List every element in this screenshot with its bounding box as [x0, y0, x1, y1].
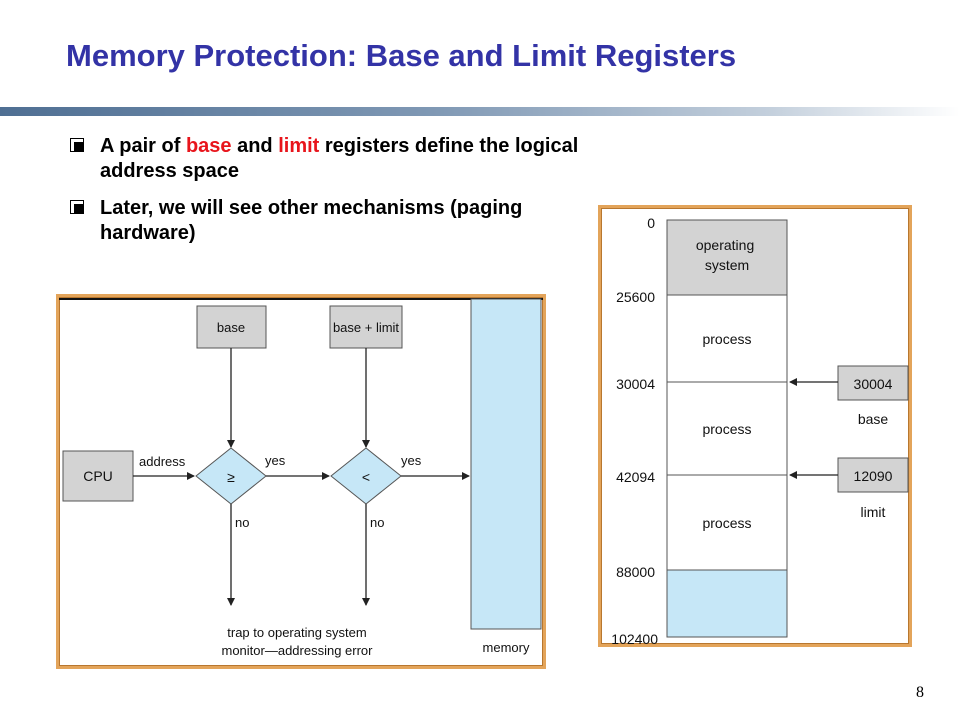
checkbox-bullet-icon: [70, 200, 84, 214]
base-register-value-box: [837, 365, 909, 401]
bullet-text: registers define the logical address spa…: [100, 135, 579, 182]
memory-label: memory: [483, 640, 530, 655]
bullet-text: A pair of: [100, 135, 186, 157]
address-label-0: 0: [647, 215, 655, 231]
address-label-25600: 25600: [616, 289, 655, 305]
ge-symbol: ≥: [227, 469, 235, 485]
checkbox-bullet-icon: [70, 138, 84, 152]
address-label-30004: 30004: [616, 376, 655, 392]
yes-label-1: yes: [265, 453, 286, 468]
no-label-1: no: [235, 515, 249, 530]
bullet-item: A pair of base and limit registers defin…: [70, 134, 590, 184]
process-segment-1: [666, 294, 788, 383]
base-plus-limit-label: base + limit: [333, 320, 399, 335]
os-segment: [666, 219, 788, 296]
segment-label-process-1: process: [702, 331, 751, 347]
keyword-base: base: [185, 135, 232, 157]
segment-label-process-3: process: [702, 515, 751, 531]
segment-label-os: operating system: [696, 237, 758, 273]
address-label: address: [139, 454, 186, 469]
hardware-protection-diagram: memory base base + limit CPU ≥ < address…: [59, 298, 543, 658]
base-register-value: 30004: [854, 376, 893, 392]
keyword-limit: limit: [278, 135, 320, 157]
bullet-list: A pair of base and limit registers defin…: [70, 134, 590, 258]
bullet-item: Later, we will see other mechanisms (pag…: [70, 196, 590, 246]
trap-text-line2: monitor—addressing error: [221, 643, 373, 658]
trap-text-line1: trap to operating system: [227, 625, 366, 640]
base-register-label: base: [217, 320, 245, 335]
slide-title: Memory Protection: Base and Limit Regist…: [66, 38, 737, 73]
segment-label-process-2: process: [702, 421, 751, 437]
bullet-text: and: [231, 135, 279, 157]
address-label-42094: 42094: [616, 469, 655, 485]
free-segment: [666, 569, 788, 638]
memory-layout-figure: operating system process process process…: [598, 205, 912, 647]
base-plus-limit-box: [329, 305, 403, 349]
memory-block: [470, 298, 542, 630]
segment-label-os-line1: operating: [696, 237, 754, 253]
limit-register-value-box: [837, 457, 909, 493]
limit-register-value: 12090: [854, 468, 893, 484]
address-label-88000: 88000: [616, 564, 655, 580]
memory-layout-diagram: operating system process process process…: [611, 215, 909, 647]
limit-register-caption: limit: [861, 504, 886, 520]
page-number: 8: [916, 684, 924, 701]
base-register-caption: base: [858, 411, 889, 427]
yes-label-2: yes: [401, 453, 422, 468]
cpu-label: CPU: [83, 468, 113, 484]
base-register-box: [196, 305, 267, 349]
bullet-text: Later, we will see other mechanisms (pag…: [100, 197, 523, 244]
hardware-protection-figure: memory base base + limit CPU ≥ < address…: [56, 294, 546, 669]
no-label-2: no: [370, 515, 384, 530]
process-segment-2: [666, 381, 788, 476]
address-label-102400: 102400: [611, 631, 658, 644]
title-divider: [0, 107, 960, 116]
segment-label-os-line2: system: [705, 257, 749, 273]
lt-symbol: <: [362, 469, 370, 485]
